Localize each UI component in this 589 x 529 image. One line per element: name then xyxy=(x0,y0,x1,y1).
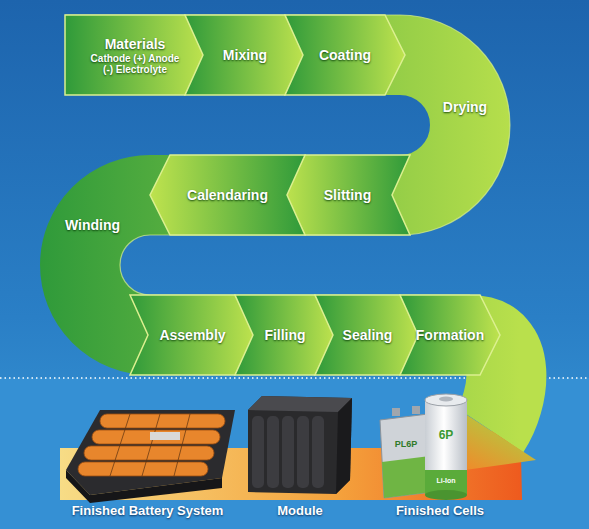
step-name: Mixing xyxy=(223,47,267,63)
step-name: Calendaring xyxy=(187,187,268,203)
caption-label: Module xyxy=(250,503,350,519)
step-name: Slitting xyxy=(324,187,371,203)
process-arrow: MaterialsCathode (+) Anode (-) Electroly… xyxy=(65,15,205,95)
chevron-outline xyxy=(285,155,410,235)
process-arrow: Coating xyxy=(285,15,405,95)
chevron-outline xyxy=(400,295,500,375)
product-mark: PL6P xyxy=(384,438,428,450)
caption-label: Finished Battery System xyxy=(55,503,240,519)
text-holder: Mixing xyxy=(185,15,305,95)
process-arrow: Calendaring xyxy=(150,155,305,235)
battery-module xyxy=(248,396,352,494)
text-holder: Slitting xyxy=(285,155,410,235)
process-arrow: Slitting xyxy=(285,155,410,235)
product-mark: Li-Ion xyxy=(426,476,466,486)
cylindrical-cell xyxy=(425,394,467,500)
product-mark: 6P xyxy=(426,428,466,443)
process-arrow: Assembly xyxy=(130,295,255,375)
process-arrow: Mixing xyxy=(185,15,305,95)
chevron-outline xyxy=(65,15,205,95)
chevron-outline xyxy=(130,295,255,375)
text-holder: Formation xyxy=(400,295,500,375)
chevron-outline xyxy=(150,155,305,235)
text-holder: Coating xyxy=(285,15,405,95)
step-name: Coating xyxy=(319,47,371,63)
text-holder: MaterialsCathode (+) Anode (-) Electroly… xyxy=(65,15,205,95)
text-holder: Sealing xyxy=(315,295,420,375)
process-arrow: Sealing xyxy=(315,295,420,375)
step-name: Sealing xyxy=(343,327,393,343)
step-name: Assembly xyxy=(159,327,225,343)
chevron-outline xyxy=(285,15,405,95)
text-holder: Assembly xyxy=(130,295,255,375)
battery-pack xyxy=(66,410,235,503)
process-arrow: Formation xyxy=(400,295,500,375)
chevron-outline xyxy=(185,15,305,95)
text-holder: Winding xyxy=(45,212,140,238)
band-outline xyxy=(65,15,510,295)
chevron-outline xyxy=(315,295,420,375)
band-step: Winding xyxy=(45,212,140,238)
step-name: Filling xyxy=(264,327,305,343)
band-step: Drying xyxy=(425,92,505,122)
pouch-cell xyxy=(380,406,432,498)
step-detail: Cathode (+) Anode (-) Electrolyte xyxy=(87,53,183,75)
caption-label: Finished Cells xyxy=(380,503,500,519)
step-name: Drying xyxy=(443,99,487,115)
text-holder: Drying xyxy=(425,92,505,122)
step-name: Materials xyxy=(105,36,166,52)
text-holder: Calendaring xyxy=(150,155,305,235)
step-name: Winding xyxy=(65,217,120,233)
process-band xyxy=(65,55,506,430)
step-name: Formation xyxy=(416,327,484,343)
